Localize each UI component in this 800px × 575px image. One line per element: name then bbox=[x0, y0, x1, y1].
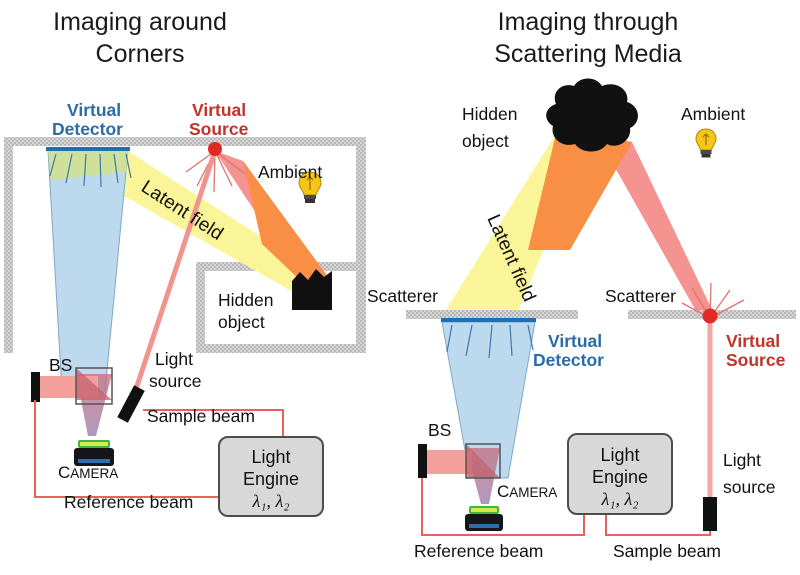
right-hidden-object-label-line2: object bbox=[462, 131, 509, 151]
left-virtual-detector-label-line2: Detector bbox=[52, 119, 123, 139]
left-light-engine-line1: Light bbox=[251, 447, 290, 467]
left-hidden-object bbox=[292, 269, 332, 310]
left-illumination-beam bbox=[128, 150, 218, 405]
left-sample-mirror bbox=[117, 385, 145, 423]
left-virtual-source-label-line1: Virtual bbox=[192, 100, 246, 120]
left-light-engine-line2: Engine bbox=[243, 469, 299, 489]
right-panel-title-line2: Scattering Media bbox=[494, 40, 682, 68]
left-ambient-label: Ambient bbox=[258, 162, 322, 182]
right-beam-splitter-label: BS bbox=[428, 420, 451, 440]
right-sample-mirror bbox=[703, 497, 717, 531]
left-virtual-source-dot bbox=[208, 142, 222, 156]
right-virtual-source-label-line1: Virtual bbox=[726, 331, 780, 351]
left-beam-wiring bbox=[34, 400, 284, 498]
right-source-cone bbox=[596, 134, 716, 318]
right-hidden-object-label-line1: Hidden bbox=[462, 104, 517, 124]
left-hidden-object-label-line2: object bbox=[218, 312, 265, 332]
left-virtual-source-label-line2: Source bbox=[189, 119, 249, 139]
right-reference-beam-band bbox=[425, 450, 472, 474]
right-bs-diagonal bbox=[466, 444, 500, 478]
right-virtual-detector-bar bbox=[441, 318, 536, 322]
right-scatterer-left-label: Scatterer bbox=[367, 286, 438, 306]
left-camera-label: CAMERA bbox=[58, 463, 118, 482]
right-scatterer-right-label: Scatterer bbox=[605, 286, 676, 306]
right-light-source-label-line1: Light bbox=[723, 450, 761, 470]
right-virtual-source-dot bbox=[702, 308, 718, 324]
left-bs-diagonal bbox=[76, 368, 112, 400]
left-camera-icon bbox=[74, 440, 114, 466]
right-light-engine-line1: Light bbox=[600, 445, 639, 465]
right-detector-scatter-rays bbox=[446, 324, 534, 359]
left-beam-splitter-label: BS bbox=[49, 355, 72, 375]
right-camera-label: CAMERA bbox=[497, 482, 557, 501]
right-virtual-detector-label-line1: Virtual bbox=[548, 331, 602, 351]
left-light-engine-box[interactable] bbox=[218, 436, 324, 517]
right-light-engine-box[interactable] bbox=[567, 433, 673, 515]
left-panel-title-line2: Corners bbox=[96, 40, 185, 68]
right-camera-icon bbox=[465, 506, 503, 531]
left-reference-mirror bbox=[31, 372, 40, 402]
left-reference-beam-label: Reference beam bbox=[64, 492, 193, 512]
right-virtual-detector-label-line2: Detector bbox=[533, 350, 604, 370]
right-reference-mirror bbox=[418, 444, 427, 478]
right-scatterer-left-slab bbox=[406, 310, 578, 319]
right-object-overlap bbox=[528, 134, 632, 250]
right-beam-splitter bbox=[465, 443, 501, 479]
right-panel-title-line1: Imaging through bbox=[498, 8, 679, 36]
right-virtual-source-label-line2: Source bbox=[726, 350, 786, 370]
left-light-engine-wavelengths: λ₁, λ₂ bbox=[251, 491, 289, 511]
left-source-latent-overlap bbox=[243, 161, 331, 281]
right-reference-beam-label: Reference beam bbox=[414, 541, 543, 561]
left-hidden-object-label-line1: Hidden bbox=[218, 290, 273, 310]
right-ambient-label: Ambient bbox=[681, 104, 745, 124]
left-detector-scatter-rays bbox=[49, 153, 132, 188]
left-light-source-label-line1: Light bbox=[155, 349, 193, 369]
right-beam-wiring bbox=[421, 478, 711, 536]
left-virtual-detector-bar bbox=[46, 147, 130, 151]
right-sample-beam-label: Sample beam bbox=[613, 541, 721, 561]
left-sample-beam-label: Sample beam bbox=[147, 406, 255, 426]
left-beam-splitter bbox=[75, 367, 113, 405]
left-virtual-detector-label-line1: Virtual bbox=[67, 100, 121, 120]
right-ambient-bulb-icon bbox=[695, 128, 717, 158]
right-light-source-label-line2: source bbox=[723, 477, 776, 497]
left-light-source-label-line2: source bbox=[149, 371, 202, 391]
right-light-engine-line2: Engine bbox=[592, 467, 648, 487]
right-hidden-object bbox=[546, 78, 638, 152]
right-light-engine-wavelengths: λ₁, λ₂ bbox=[600, 489, 638, 509]
left-panel-title-line1: Imaging around bbox=[53, 8, 227, 36]
left-ambient-bulb-icon bbox=[298, 171, 322, 203]
